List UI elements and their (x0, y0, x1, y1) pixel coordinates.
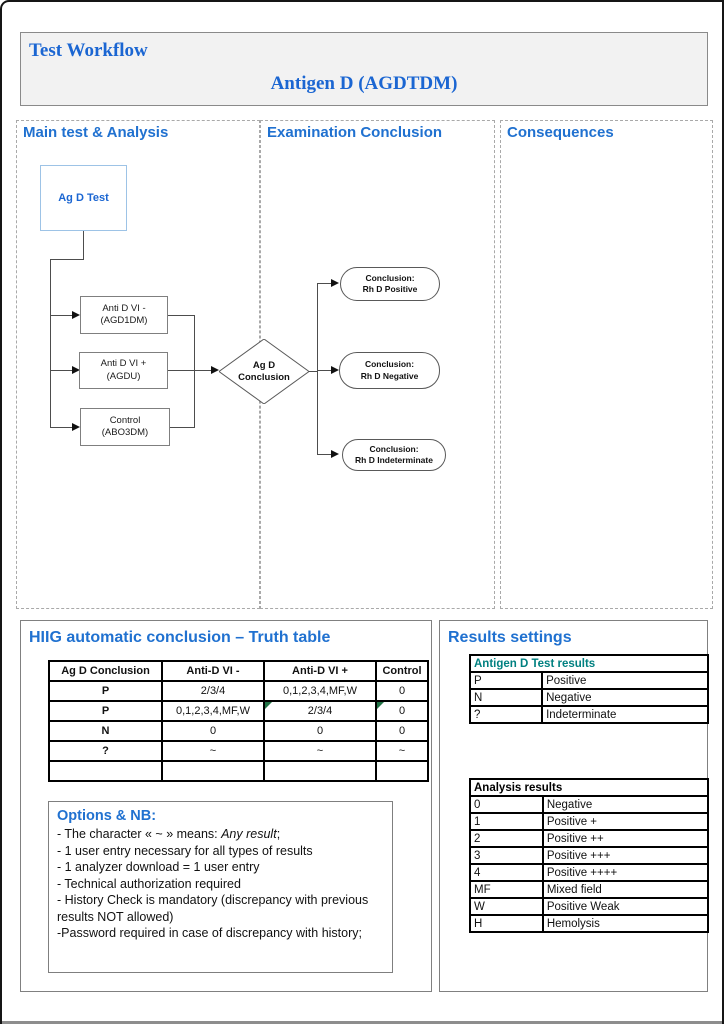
column-examination-title: Examination Conclusion (267, 124, 443, 141)
flow-line (50, 315, 73, 316)
flow-line (317, 283, 318, 455)
flow-node-anti-d-vi-pos: Anti D VI + (AGDU) (79, 352, 168, 389)
analysis-results-table: Analysis results 0 Negative 1 Positive + (469, 778, 710, 933)
flow-line (168, 315, 194, 316)
page-subtitle: Antigen D (AGDTDM) (270, 73, 458, 94)
truth-table-title: HIIG automatic conclusion – Truth table (29, 629, 331, 646)
flow-line (194, 315, 195, 428)
column-main-test-title: Main test & Analysis (23, 124, 169, 141)
truth-table-row: P 2/3/4 0,1,2,3,4,MF,W 0 (48, 680, 429, 702)
options-note: - Technical authorization required (57, 876, 241, 891)
arrowhead-icon (331, 279, 339, 287)
flow-node-anti-d-vi-neg: Anti D VI - (AGD1DM) (80, 296, 168, 334)
flow-conclusion-positive: Conclusion: Rh D Positive (340, 267, 440, 301)
bottom-divider (2, 1021, 722, 1024)
flow-conclusion-negative: Conclusion: Rh D Negative (339, 352, 440, 389)
options-title: Options & NB: (57, 808, 157, 824)
arrowhead-icon (331, 450, 339, 458)
analysis-table-row: 0 Negative (469, 795, 710, 814)
flow-node-label: Ag D Test (58, 192, 109, 204)
flow-line (309, 371, 317, 372)
flow-node-ag-d-test: Ag D Test (40, 165, 127, 231)
antigen-table-row: P Positive (468, 671, 709, 690)
analysis-table-header: Analysis results (469, 778, 709, 797)
options-note: -Password required in case of discrepanc… (57, 926, 362, 940)
analysis-table-row: W Positive Weak (469, 897, 710, 916)
flow-line (50, 427, 73, 428)
analysis-table-row: 1 Positive + (469, 812, 710, 831)
antigen-d-results-table: Antigen D Test results P Positive N Nega… (468, 654, 709, 724)
flow-line (50, 259, 84, 260)
options-note-box: Options & NB: - The character « ~ » mean… (48, 801, 393, 973)
results-settings-title: Results settings (448, 629, 572, 646)
antigen-table-row: N Negative (468, 688, 709, 707)
options-note: - 1 analyzer download = 1 user entry (57, 860, 260, 874)
arrowhead-icon (72, 423, 80, 431)
flow-line (317, 454, 332, 455)
truth-table-row: ? ~ ~ ~ (48, 740, 429, 762)
options-note: - 1 user entry necessary for all types o… (57, 843, 313, 858)
arrowhead-icon (72, 366, 80, 374)
flow-decision-label: Ag D Conclusion (238, 359, 290, 383)
truth-table: Ag D Conclusion Anti-D VI - Anti-D VI + … (48, 660, 429, 782)
arrowhead-icon (72, 311, 80, 319)
flow-node-code: (AGDU) (106, 370, 141, 382)
arrowhead-icon (211, 366, 219, 374)
flow-node-code: (ABO3DM) (101, 427, 149, 438)
antigen-table-header: Antigen D Test results (469, 654, 709, 673)
flow-line (194, 370, 212, 371)
flow-line (168, 370, 194, 371)
flow-node-label: Anti D VI + (100, 358, 147, 370)
flow-node-label: Control (109, 414, 141, 426)
flow-line (50, 259, 51, 427)
page-title: Test Workflow (29, 40, 148, 61)
column-consequences: Consequences (500, 120, 713, 609)
results-settings-section: Results settings Antigen D Test results … (439, 620, 710, 992)
truth-table-row: N 0 0 0 (48, 720, 429, 742)
flow-node-code: (AGD1DM) (100, 315, 148, 326)
column-consequences-title: Consequences (507, 124, 614, 141)
flow-line (317, 370, 332, 371)
flow-conclusion-indeterminate: Conclusion: Rh D Indeterminate (342, 439, 446, 471)
truth-table-header-row: Ag D Conclusion Anti-D VI - Anti-D VI + … (48, 660, 429, 682)
workflow-area: Main test & Analysis Examination Conclus… (16, 120, 713, 609)
analysis-table-row: 3 Positive +++ (469, 846, 710, 865)
arrowhead-icon (331, 366, 339, 374)
options-note: - History Check is mandatory (discrepanc… (57, 893, 369, 924)
analysis-table-row: 4 Positive ++++ (469, 863, 710, 882)
flow-line (170, 427, 194, 428)
antigen-table-row: ? Indeterminate (468, 705, 709, 724)
options-note: - The character « ~ » means: Any result; (57, 827, 281, 841)
analysis-table-row: MF Mixed field (469, 880, 710, 899)
flow-node-label: Anti D VI - (102, 302, 146, 314)
header-banner: Test Workflow Antigen D (AGDTDM) (20, 32, 708, 106)
flow-decision-ag-d-conclusion: Ag D Conclusion (218, 338, 310, 405)
analysis-table-row: H Hemolysis (469, 914, 710, 933)
flow-node-control: Control (ABO3DM) (80, 408, 170, 446)
truth-table-row (48, 760, 429, 782)
flow-line (83, 231, 84, 259)
truth-table-section: HIIG automatic conclusion – Truth table … (20, 620, 432, 992)
flow-line (50, 370, 73, 371)
analysis-table-row: 2 Positive ++ (469, 829, 710, 848)
truth-table-row: P 0,1,2,3,4,MF,W 2/3/4 0 (48, 700, 429, 722)
flow-line (317, 283, 332, 284)
